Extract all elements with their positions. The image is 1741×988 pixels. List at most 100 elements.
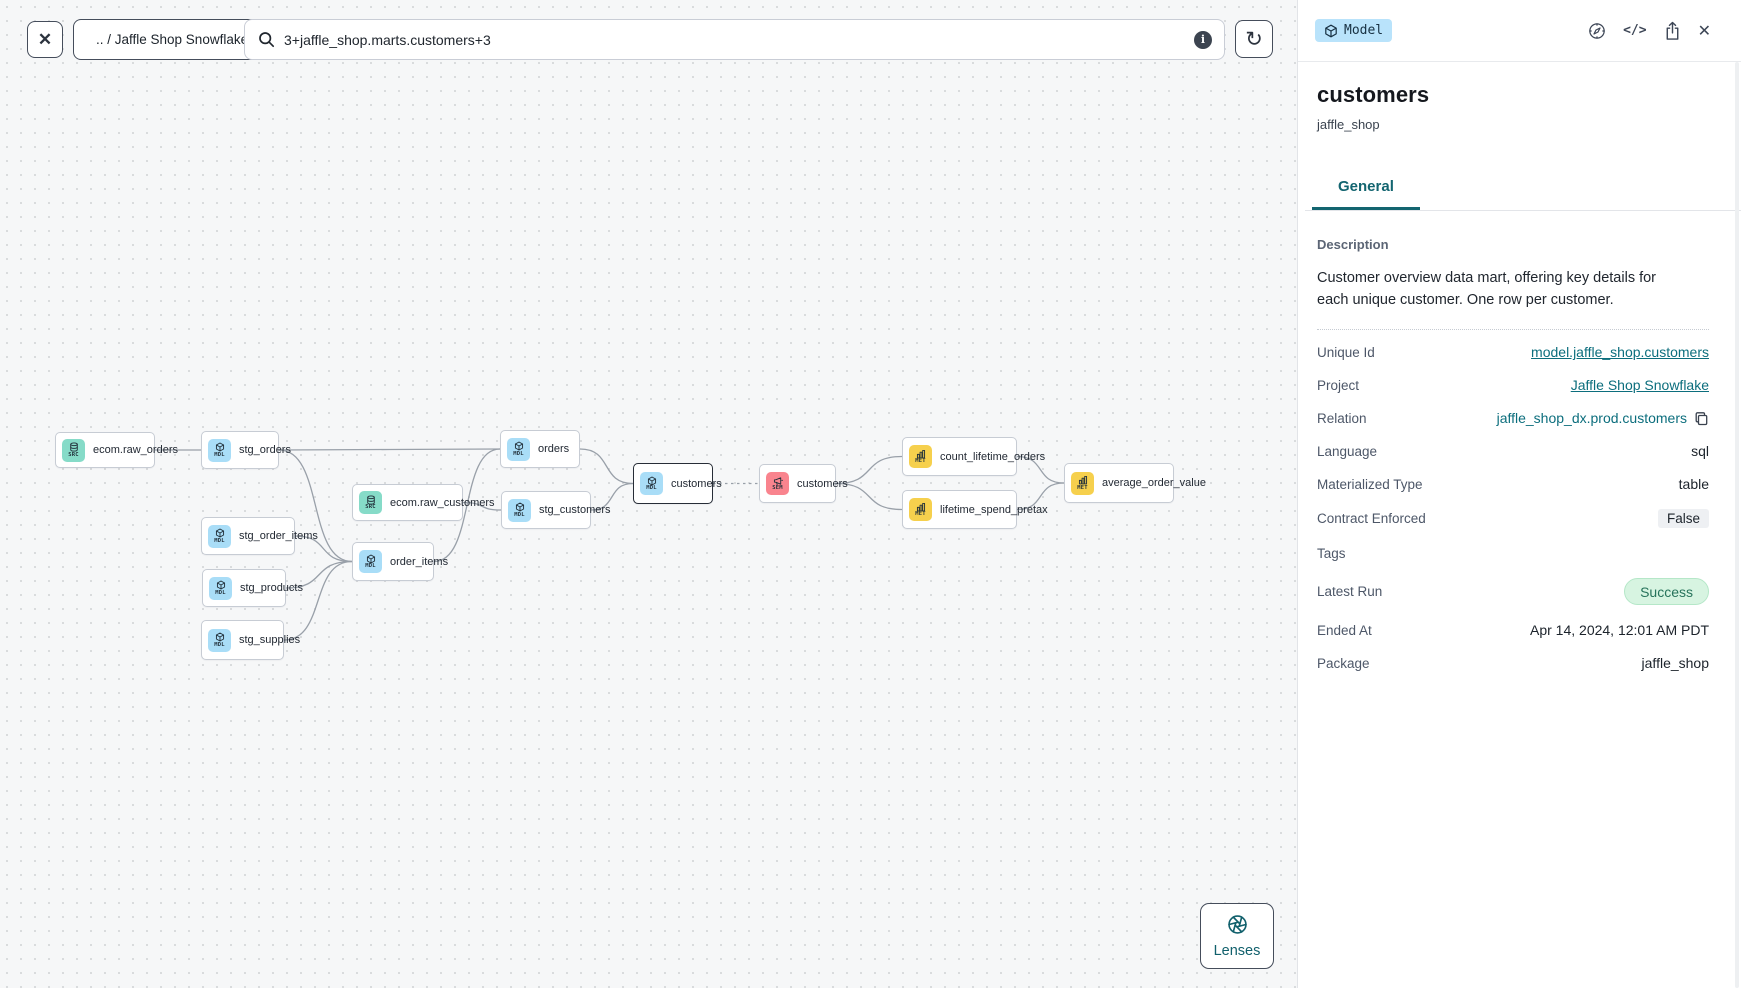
graph-node-stg_customers[interactable]: MDL stg_customers — [501, 491, 611, 529]
graph-node-stg_order_items[interactable]: MDL stg_order_items — [201, 517, 318, 555]
refresh-button[interactable]: ↻ — [1235, 20, 1273, 58]
node-label: count_lifetime_orders — [940, 450, 1046, 463]
cube-icon: MDL — [640, 472, 663, 495]
node-label: ecom.raw_orders — [93, 444, 178, 456]
lenses-label: Lenses — [1213, 943, 1261, 959]
graph-node-ecom_raw_orders[interactable]: SRC ecom.raw_orders — [55, 432, 178, 468]
bar-chart-icon: MET — [909, 498, 932, 521]
field-row-relation: Relation jaffle_shop_dx.prod.customers — [1317, 402, 1709, 435]
compass-icon[interactable] — [1587, 21, 1607, 41]
field-label: Package — [1317, 655, 1370, 671]
graph-node-customers_sem[interactable]: SEM customers — [759, 464, 848, 503]
field-value: jaffle_shop — [1641, 655, 1709, 672]
field-label: Relation — [1317, 410, 1367, 426]
graph-node-stg_orders[interactable]: MDL stg_orders — [201, 431, 291, 469]
cube-icon: MDL — [208, 524, 231, 548]
contract-badge: False — [1657, 509, 1709, 529]
breadcrumb[interactable]: .. / Jaffle Shop Snowflake — [73, 19, 272, 60]
relation-value: jaffle_shop_dx.prod.customers — [1496, 410, 1687, 427]
field-label: Tags — [1317, 545, 1346, 561]
copy-icon[interactable] — [1694, 411, 1709, 426]
field-label: Latest Run — [1317, 584, 1383, 600]
node-label: stg_orders — [239, 444, 291, 456]
node-label: stg_products — [240, 582, 303, 594]
cube-icon: MDL — [208, 438, 231, 462]
bar-chart-icon: MET — [909, 445, 932, 468]
field-label: Unique Id — [1317, 344, 1375, 360]
dotted-separator — [1317, 328, 1709, 330]
panel-header-icons: </> ✕ — [1587, 21, 1711, 41]
field-row-package: Package jaffle_shop — [1317, 647, 1709, 680]
close-lineage-button[interactable]: ✕ — [27, 21, 63, 58]
megaphone-icon: SEM — [766, 472, 789, 495]
graph-node-lifetime_spend_pretax[interactable]: MET lifetime_spend_pretax — [902, 490, 1048, 529]
node-label: customers — [671, 477, 722, 490]
field-label: Ended At — [1317, 622, 1372, 638]
status-badge: Success — [1624, 578, 1709, 606]
panel-tabs: General — [1305, 178, 1741, 211]
close-icon[interactable]: ✕ — [1697, 22, 1711, 40]
cube-icon: MDL — [507, 437, 530, 461]
node-label: lifetime_spend_pretax — [940, 503, 1048, 516]
cube-icon — [1324, 24, 1338, 38]
panel-scrollbar[interactable] — [1735, 62, 1739, 988]
graph-node-stg_supplies[interactable]: MDL stg_supplies — [201, 620, 300, 660]
page-subtitle: jaffle_shop — [1317, 117, 1380, 132]
field-row-tags: Tags — [1317, 537, 1709, 570]
node-label: ecom.raw_customers — [390, 496, 495, 509]
details-panel: Model </> ✕ customers jaffle_shop General… — [1297, 0, 1741, 988]
cube-icon: MDL — [359, 550, 382, 573]
field-label: Contract Enforced — [1317, 511, 1426, 527]
edge-orders-to-customers — [579, 448, 634, 485]
description-label: Description — [1317, 237, 1389, 252]
cube-icon: MDL — [508, 498, 531, 522]
field-row-contract-enforced: Contract Enforced False — [1317, 501, 1709, 537]
edge-stg_supplies-to-order_items — [283, 560, 353, 641]
node-label: customers — [797, 477, 848, 490]
database-icon: SRC — [359, 491, 382, 514]
field-label: Materialized Type — [1317, 476, 1423, 492]
node-label: average_order_value — [1102, 477, 1206, 489]
lenses-button[interactable]: Lenses — [1200, 903, 1274, 969]
edge-stg_orders-to-orders — [278, 448, 501, 451]
code-icon[interactable]: </> — [1623, 23, 1647, 38]
field-label: Language — [1317, 443, 1378, 459]
description-text: Customer overview data mart, offering ke… — [1317, 270, 1657, 309]
node-label: stg_order_items — [239, 530, 318, 542]
magnifier-icon — [259, 32, 275, 48]
database-icon: SRC — [62, 438, 85, 462]
bar-chart-icon: MET — [1071, 471, 1094, 495]
search-bar: i — [244, 19, 1225, 60]
info-icon[interactable]: i — [1194, 30, 1212, 49]
graph-node-stg_products[interactable]: MDL stg_products — [202, 569, 303, 607]
aperture-icon — [1226, 913, 1249, 939]
field-link[interactable]: Jaffle Shop Snowflake — [1570, 377, 1709, 394]
panel-header: Model </> ✕ — [1298, 0, 1741, 62]
field-row-ended-at: Ended At Apr 14, 2024, 12:01 AM PDT — [1317, 614, 1709, 647]
field-value: Apr 14, 2024, 12:01 AM PDT — [1530, 622, 1709, 639]
cube-icon: MDL — [209, 576, 232, 600]
graph-node-count_lifetime_orders[interactable]: MET count_lifetime_orders — [902, 437, 1045, 476]
panel-body: customers jaffle_shop General Descriptio… — [1298, 62, 1741, 988]
graph-node-customers[interactable]: MDL customers — [633, 463, 722, 504]
search-input[interactable] — [284, 31, 1185, 48]
field-row-materialized-type: Materialized Type table — [1317, 468, 1709, 501]
field-row-latest-run: Latest Run Success — [1317, 570, 1709, 614]
model-type-label: Model — [1344, 23, 1384, 38]
node-label: stg_supplies — [239, 634, 301, 646]
page-title: customers — [1317, 82, 1430, 107]
graph-node-ecom_raw_customers[interactable]: SRC ecom.raw_customers — [352, 484, 495, 521]
field-link[interactable]: model.jaffle_shop.customers — [1531, 344, 1709, 361]
field-value: table — [1678, 476, 1709, 493]
node-label: stg_customers — [539, 504, 611, 516]
field-row-unique-id: Unique Id model.jaffle_shop.customers — [1317, 336, 1709, 369]
cube-icon: MDL — [208, 628, 231, 652]
tab-general[interactable]: General — [1312, 178, 1420, 210]
graph-node-average_order_value[interactable]: MET average_order_value — [1064, 463, 1206, 503]
share-icon[interactable] — [1663, 21, 1682, 41]
